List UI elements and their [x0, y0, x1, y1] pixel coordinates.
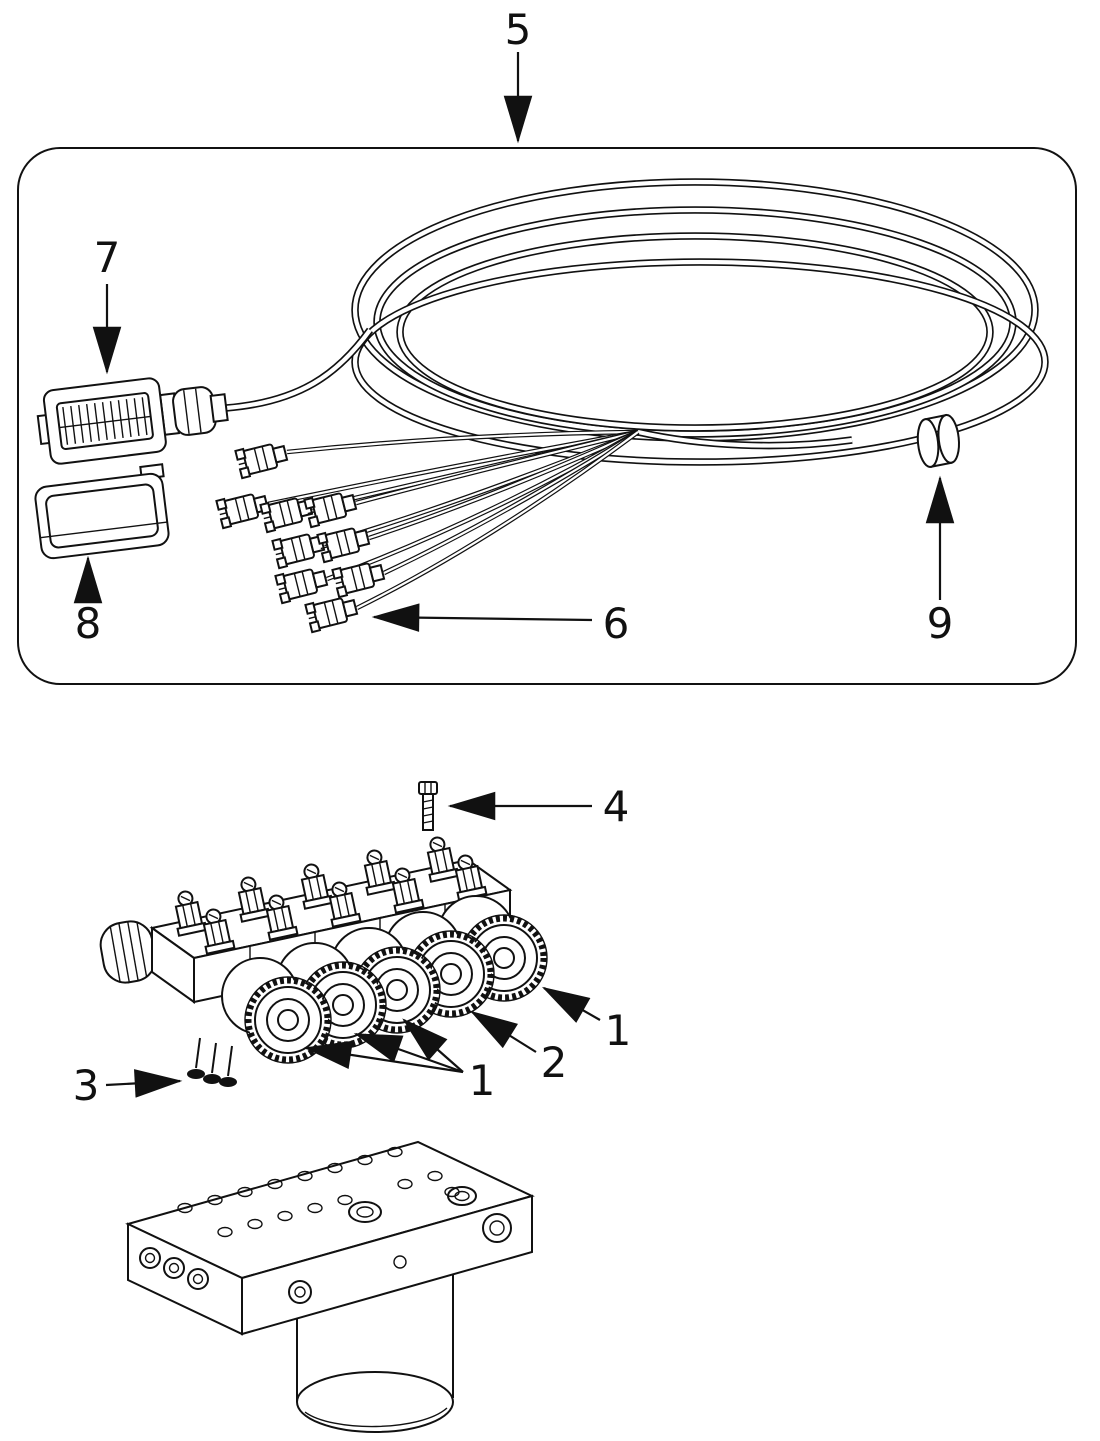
callout-7: 7 — [94, 233, 121, 282]
callout-9: 9 — [927, 599, 954, 648]
port-holes — [177, 1146, 477, 1238]
branch-connector — [331, 557, 387, 599]
harness-panel — [17, 147, 1077, 685]
branch-connector — [234, 438, 290, 480]
branch-connectors — [215, 438, 387, 634]
leader-1-left-c — [402, 1018, 464, 1073]
end-motor — [99, 920, 157, 984]
callout-8: 8 — [75, 599, 102, 648]
callout-1-left: 1 — [469, 1056, 496, 1105]
leader-1-left-b — [353, 1032, 464, 1074]
filter-cylinder — [296, 1272, 454, 1433]
branch-connector — [274, 563, 330, 605]
drain-plugs — [187, 1037, 237, 1087]
branch-connector — [304, 592, 360, 634]
callout-4: 4 — [603, 782, 630, 831]
leader-2 — [469, 1010, 537, 1053]
cable-grommet — [916, 413, 960, 468]
callout-6: 6 — [603, 599, 630, 648]
front-face-ports — [288, 1213, 512, 1304]
panel-border — [17, 147, 1077, 685]
leader-6 — [371, 603, 593, 632]
callout-5: 5 — [505, 5, 532, 54]
valve-assembly — [99, 781, 547, 1087]
callout-2: 2 — [541, 1038, 568, 1087]
manifold-block — [125, 1140, 535, 1433]
main-connector — [36, 377, 229, 465]
callout-1-right: 1 — [605, 1006, 632, 1055]
cable-coil — [225, 178, 1049, 466]
branch-connector — [316, 522, 372, 564]
left-face-ports — [139, 1247, 209, 1290]
leader-3 — [105, 1069, 183, 1098]
bolt — [418, 781, 438, 831]
connector-cover — [34, 463, 170, 560]
callouts: 5 7 8 6 9 4 1 2 1 3 — [73, 5, 955, 1110]
callout-3: 3 — [73, 1061, 100, 1110]
leader-1-right — [541, 986, 601, 1023]
